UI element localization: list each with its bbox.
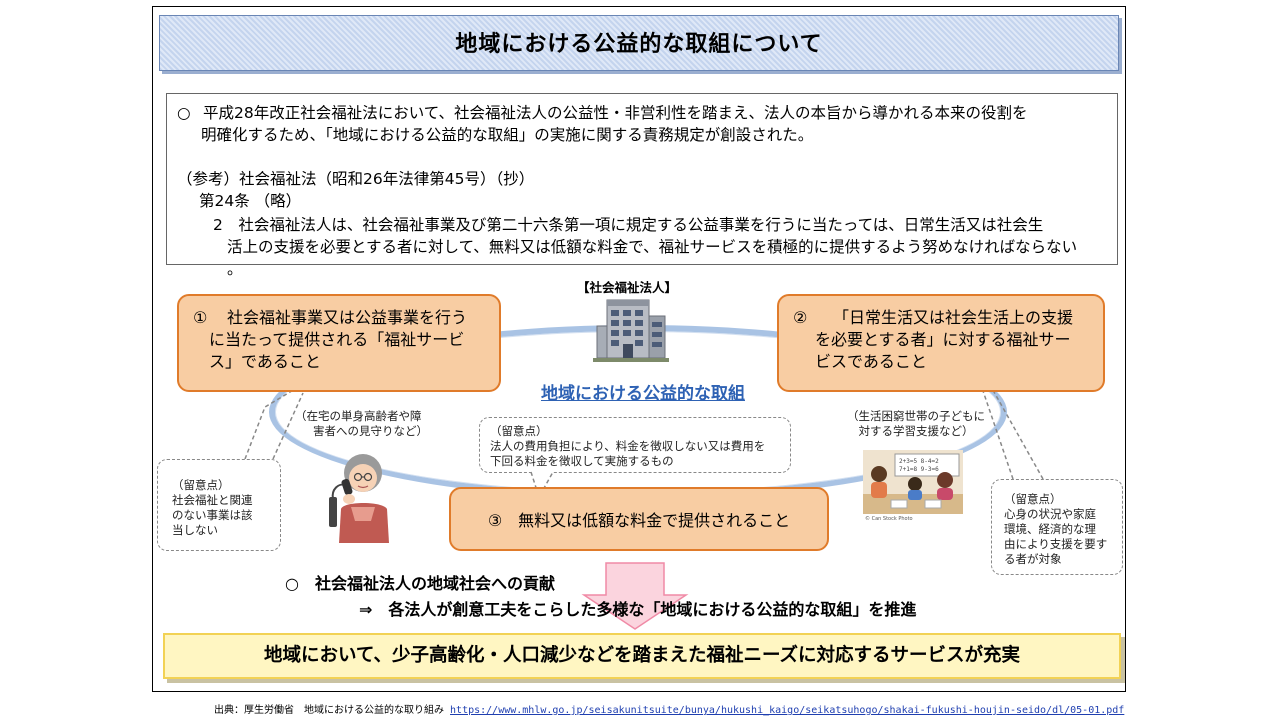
para2-line-1: 2 社会福祉法人は、社会福祉事業及び第二十六条第一項に規定する公益事業を行うに当… bbox=[213, 216, 1044, 234]
note-right: （留意点） 心身の状況や家庭 環境、経済的な理 由により支援を要す る者が対象 bbox=[991, 479, 1123, 575]
note-center-line-2: 下回る料金を徴収して実施するもの bbox=[490, 454, 674, 468]
elderly-phone-illustration bbox=[329, 454, 389, 543]
contribution-line: ○ 社会福祉法人の地域社会への貢献 bbox=[285, 570, 555, 594]
caption-right-line-2: 対する学習支援など） bbox=[858, 424, 974, 438]
note-center: （留意点） 法人の費用負担により、料金を徴収しない又は費用を 下回る料金を徴収し… bbox=[479, 417, 791, 473]
note-left-head: （留意点） bbox=[172, 478, 230, 492]
condition-2-box: ② 「日常生活又は社会生活上の支援 を必要とする者」に対する福祉サー ビスである… bbox=[777, 294, 1105, 392]
article-heading: 第24条 （略） bbox=[199, 192, 302, 210]
page-title: 地域における公益的な取組について bbox=[455, 32, 823, 57]
down-arrow-icon bbox=[581, 562, 689, 630]
note-center-line-1: 法人の費用負担により、料金を徴収しない又は費用を bbox=[490, 439, 766, 453]
source-link[interactable]: https://www.mhlw.go.jp/seisakunitsuite/b… bbox=[450, 705, 1125, 716]
bullet-circle-2: ○ bbox=[285, 574, 299, 593]
pointer-lines bbox=[244, 382, 1044, 480]
caption-left: （在宅の単身高齢者や障 害者への見守りなど） bbox=[295, 409, 445, 439]
note-right-line-3: 由により支援を要す bbox=[1004, 537, 1108, 551]
contribution-text: 社会福祉法人の地域社会への貢献 bbox=[315, 574, 556, 593]
para2-line-2: 活上の支援を必要とする者に対して、無料又は低額な料金で、福祉サービスを積極的に提… bbox=[227, 238, 1078, 256]
caption-right-line-1: （生活困窮世帯の子どもに bbox=[847, 409, 985, 423]
note-right-line-2: 環境、経済的な理 bbox=[1004, 522, 1096, 536]
condition-2-line-3: ビスであること bbox=[815, 352, 927, 371]
condition-1-line-1: 社会福祉事業又は公益事業を行う bbox=[227, 308, 468, 327]
law-excerpt-box: ○ 平成28年改正社会福祉法において、社会福祉法人の公益性・非営利性を踏まえ、法人… bbox=[166, 93, 1118, 278]
condition-2-line-2: を必要とする者」に対する福祉サー bbox=[815, 330, 1071, 349]
result-banner: 地域において、少子高齢化・人口減少などを踏まえた福祉ニーズに対応するサービスが充… bbox=[163, 633, 1121, 679]
note-left-line-2: のない事業は該 bbox=[172, 508, 253, 522]
condition-1-index: ① bbox=[193, 308, 208, 327]
source-citation: 出典：厚生労働省 地域における公益的な取り組み https://www.mhlw… bbox=[214, 701, 1124, 716]
article-paragraph-2: 2 社会福祉法人は、社会福祉事業及び第二十六条第一項に規定する公益事業を行うに当… bbox=[213, 214, 1113, 280]
slide: 地域における公益的な取組について ○ 平成28年改正社会福祉法において、社会福祉法… bbox=[152, 6, 1126, 692]
condition-1-line-2: に当たって提供される「福祉サービ bbox=[209, 330, 465, 349]
note-center-tail bbox=[530, 471, 554, 499]
caption-left-line-2: 害者への見守りなど） bbox=[313, 424, 428, 438]
condition-3-box: ③ 無料又は低額な料金で提供されること bbox=[449, 487, 829, 551]
caption-right: （生活困窮世帯の子どもに 対する学習支援など） bbox=[841, 409, 991, 439]
center-label: 地域における公益的な取組 bbox=[541, 384, 745, 404]
caption-left-line-1: （在宅の単身高齢者や障 bbox=[295, 409, 422, 423]
svg-text:2+3=5 8-4=2: 2+3=5 8-4=2 bbox=[899, 458, 939, 465]
bullet-circle: ○ bbox=[177, 104, 191, 122]
svg-text:7+1=8 9-3=6: 7+1=8 9-3=6 bbox=[899, 466, 939, 473]
building-icon bbox=[593, 299, 669, 362]
promote-line: ⇒ 各法人が創意工夫をこらした多様な「地域における公益的な取組」を推進 bbox=[359, 600, 917, 619]
note-center-head: （留意点） bbox=[490, 424, 548, 438]
corp-label: 【社会福祉法人】 bbox=[577, 280, 678, 295]
note-left: （留意点） 社会福祉と関連 のない事業は該 当しない bbox=[157, 459, 281, 551]
note-right-head: （留意点） bbox=[1004, 492, 1062, 506]
note-right-line-1: 心身の状況や家庭 bbox=[1004, 507, 1096, 521]
lead-line-1: 平成28年改正社会福祉法において、社会福祉法人の公益性・非営利性を踏まえ、法人の… bbox=[203, 104, 1028, 122]
source-label: 出典：厚生労働省 地域における公益的な取り組み bbox=[214, 705, 444, 716]
lead-line-2: 明確化するため、「地域における公益的な取組」の実施に関する責務規定が創設された。 bbox=[201, 126, 814, 144]
condition-1-line-3: ス」であること bbox=[209, 352, 321, 371]
note-right-line-4: る者が対象 bbox=[1004, 552, 1062, 566]
reference-heading: （参考）社会福祉法（昭和26年法律第45号）（抄） bbox=[177, 170, 535, 188]
condition-2-index: ② bbox=[793, 308, 808, 327]
condition-1-box: ① 社会福祉事業又は公益事業を行う に当たって提供される「福祉サービ ス」である… bbox=[177, 294, 501, 392]
photo-credit: © Can Stock Photo bbox=[865, 515, 913, 522]
para2-line-3: 。 bbox=[227, 260, 243, 278]
lead-paragraph: ○ 平成28年改正社会福祉法において、社会福祉法人の公益性・非営利性を踏まえ、法人… bbox=[177, 102, 1107, 146]
kids-study-illustration: 2+3=5 8-4=2 7+1=8 9-3=6 © Can Stock Phot… bbox=[863, 450, 963, 522]
title-banner: 地域における公益的な取組について bbox=[159, 15, 1119, 71]
condition-2-line-1: 「日常生活又は社会生活上の支援 bbox=[833, 308, 1074, 327]
note-left-line-3: 当しない bbox=[172, 523, 218, 537]
note-left-line-1: 社会福祉と関連 bbox=[172, 493, 253, 507]
